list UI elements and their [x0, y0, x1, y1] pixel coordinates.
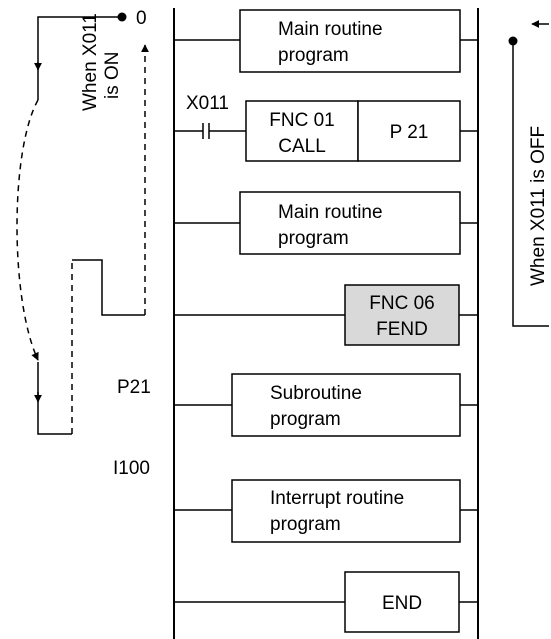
rung-main-routine-1: Main routine program	[174, 9, 478, 73]
main-routine-1-line1: Main routine	[278, 19, 383, 40]
rung-subroutine: Subroutine program	[174, 373, 478, 437]
end-instruction-block	[344, 571, 460, 633]
rung-interrupt: Interrupt routine program	[174, 479, 478, 543]
interrupt-label: I100	[113, 458, 150, 479]
flow-when-off	[508, 20, 549, 327]
main-routine-block-2	[239, 191, 461, 255]
fend-instruction-block	[344, 284, 460, 346]
contact-label: X011	[186, 93, 229, 114]
pointer-label: P21	[117, 377, 151, 398]
call-line1: FNC 01	[269, 110, 334, 131]
subroutine-line2: program	[270, 409, 341, 430]
interrupt-line1: Interrupt routine	[270, 488, 404, 509]
fend-line2: FEND	[376, 319, 428, 340]
rung-call: X011 FNC 01 CALL P 21	[174, 93, 478, 162]
main-routine-block-1	[239, 9, 461, 73]
call-line2: CALL	[278, 136, 326, 157]
flow-when-on	[16, 16, 149, 435]
flow-off-label: When X011 is OFF	[528, 126, 549, 286]
interrupt-routine-block	[231, 479, 461, 543]
call-operand: P 21	[390, 122, 429, 143]
main-routine-2-line2: program	[278, 228, 349, 249]
subroutine-line1: Subroutine	[270, 383, 362, 404]
normally-open-contact-icon	[202, 123, 210, 139]
main-routine-1-line2: program	[278, 45, 349, 66]
fend-line1: FNC 06	[369, 293, 434, 314]
step-start-label: 0	[136, 8, 147, 29]
rung-end: END	[174, 571, 478, 633]
subroutine-block	[231, 373, 461, 437]
end-label: END	[382, 593, 422, 614]
main-routine-2-line1: Main routine	[278, 202, 383, 223]
flow-on-label-line2: is ON	[102, 52, 123, 100]
flow-on-label-line1: When X011	[80, 13, 101, 111]
rung-fend: FNC 06 FEND	[174, 284, 478, 346]
call-instruction-block	[245, 100, 359, 162]
rung-main-routine-2: Main routine program	[174, 191, 478, 255]
interrupt-line2: program	[270, 514, 341, 535]
